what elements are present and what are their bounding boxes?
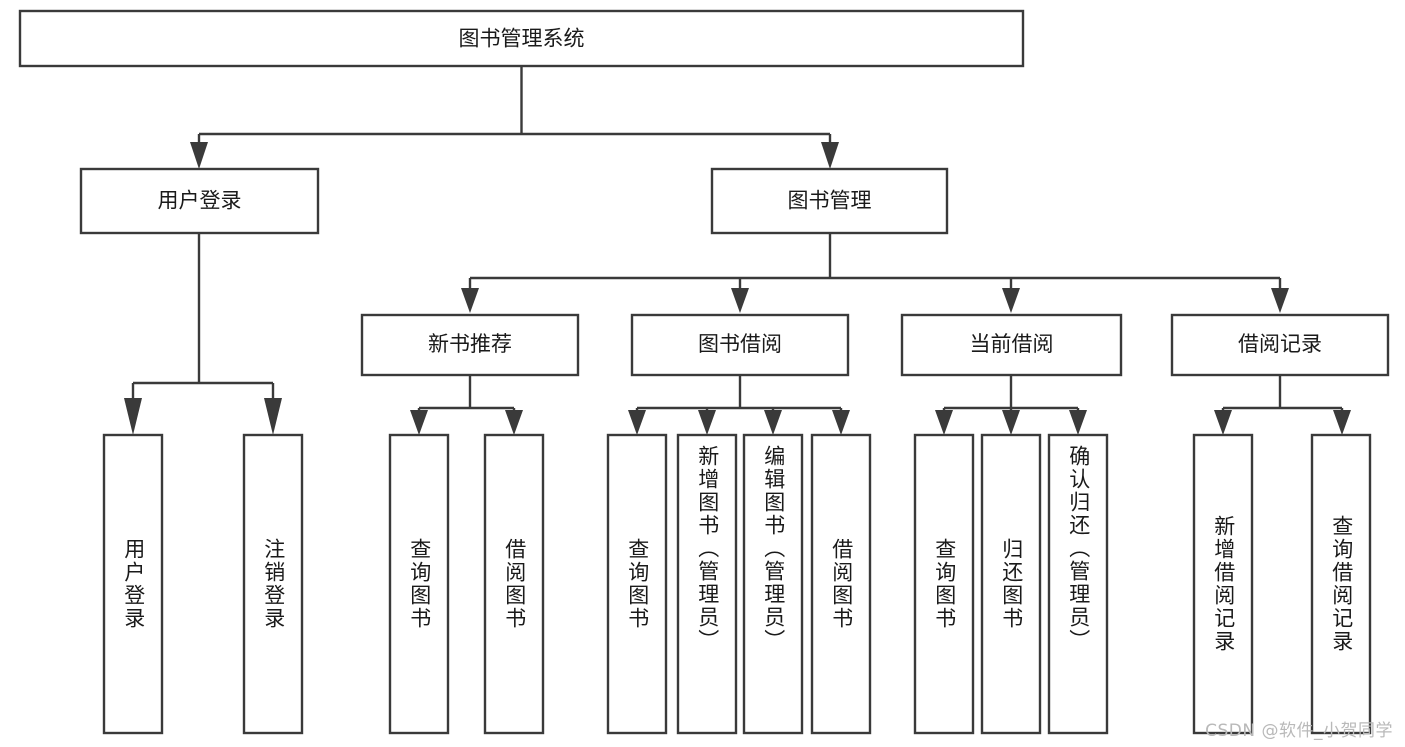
- leaf-box-edit-book[interactable]: [742, 433, 804, 735]
- node-book-manage-box[interactable]: [710, 167, 949, 235]
- connector-group-book-borrow: [628, 375, 850, 435]
- arrow-leaf-query-book-3: [935, 410, 953, 435]
- arrow-leaf-confirm-return: [1069, 410, 1087, 435]
- node-book-borrow-box[interactable]: [630, 313, 850, 377]
- arrow-user-login: [190, 142, 208, 169]
- leaf-box-borrow-book-1[interactable]: [483, 433, 545, 735]
- node-user-login-box[interactable]: [79, 167, 320, 235]
- leaf-box-confirm-return[interactable]: [1047, 433, 1109, 735]
- node-borrow-record-label: 借阅记录: [1238, 332, 1322, 356]
- arrow-leaf-add-book: [698, 410, 716, 435]
- node-current-borrow[interactable]: 当前借阅: [900, 313, 1123, 377]
- node-borrow-record[interactable]: 借阅记录: [1170, 313, 1390, 377]
- connector-group-root: [190, 66, 839, 169]
- arrow-borrow-record: [1271, 288, 1289, 313]
- node-new-book-recommend[interactable]: 新书推荐: [360, 313, 580, 377]
- connector-group-borrow-record: [1214, 375, 1351, 435]
- arrow-leaf-user-login: [124, 398, 142, 435]
- node-user-login[interactable]: 用户登录: [79, 167, 320, 235]
- arrow-leaf-query-record: [1333, 410, 1351, 435]
- leaf-box-borrow-book-2[interactable]: [810, 433, 872, 735]
- node-new-book-recommend-box[interactable]: [360, 313, 580, 377]
- arrow-leaf-return-book: [1002, 410, 1020, 435]
- connector-group-user-login: [124, 233, 282, 435]
- node-root[interactable]: 图书管理系统: [18, 9, 1025, 68]
- node-user-login-label: 用户登录: [158, 189, 242, 213]
- node-book-borrow[interactable]: 图书借阅: [630, 313, 850, 377]
- csdn-watermark: CSDN @软件_小贺同学: [1205, 721, 1393, 741]
- node-current-borrow-box[interactable]: [900, 313, 1123, 377]
- leaf-box-logout-login[interactable]: [242, 433, 304, 735]
- leaf-box-user-login[interactable]: [102, 433, 164, 735]
- node-book-borrow-label: 图书借阅: [698, 332, 782, 356]
- node-book-manage-label: 图书管理: [788, 189, 872, 213]
- arrow-leaf-borrow-book-2: [832, 410, 850, 435]
- connector-group-current-borrow: [935, 375, 1087, 435]
- leaf-box-query-book-1[interactable]: [388, 433, 450, 735]
- leaf-box-query-record[interactable]: [1310, 433, 1372, 735]
- node-root-label: 图书管理系统: [459, 27, 585, 51]
- leaf-box-query-book-2[interactable]: [606, 433, 668, 735]
- arrow-leaf-logout: [264, 398, 282, 435]
- node-new-book-recommend-label: 新书推荐: [428, 332, 512, 356]
- connector-group-new-book-recommend: [410, 375, 523, 435]
- leaf-box-return-book[interactable]: [980, 433, 1042, 735]
- node-current-borrow-label: 当前借阅: [970, 332, 1054, 356]
- arrow-leaf-edit-book: [764, 410, 782, 435]
- arrow-leaf-add-record: [1214, 410, 1232, 435]
- leaf-box-add-book[interactable]: [676, 433, 738, 735]
- arrow-leaf-query-book-1: [410, 410, 428, 435]
- arrow-current-borrow: [1002, 288, 1020, 313]
- arrow-book-manage: [821, 142, 839, 169]
- arrow-leaf-borrow-book-1: [505, 410, 523, 435]
- arrow-leaf-query-book-2: [628, 410, 646, 435]
- leaf-box-query-book-3[interactable]: [913, 433, 975, 735]
- node-book-manage[interactable]: 图书管理: [710, 167, 949, 235]
- node-borrow-record-box[interactable]: [1170, 313, 1390, 377]
- connector-group-book-manage: [461, 233, 1289, 313]
- arrow-book-borrow: [731, 288, 749, 313]
- arrow-new-book-recommend: [461, 288, 479, 313]
- leaf-box-add-record[interactable]: [1192, 433, 1254, 735]
- node-root-box[interactable]: [18, 9, 1025, 68]
